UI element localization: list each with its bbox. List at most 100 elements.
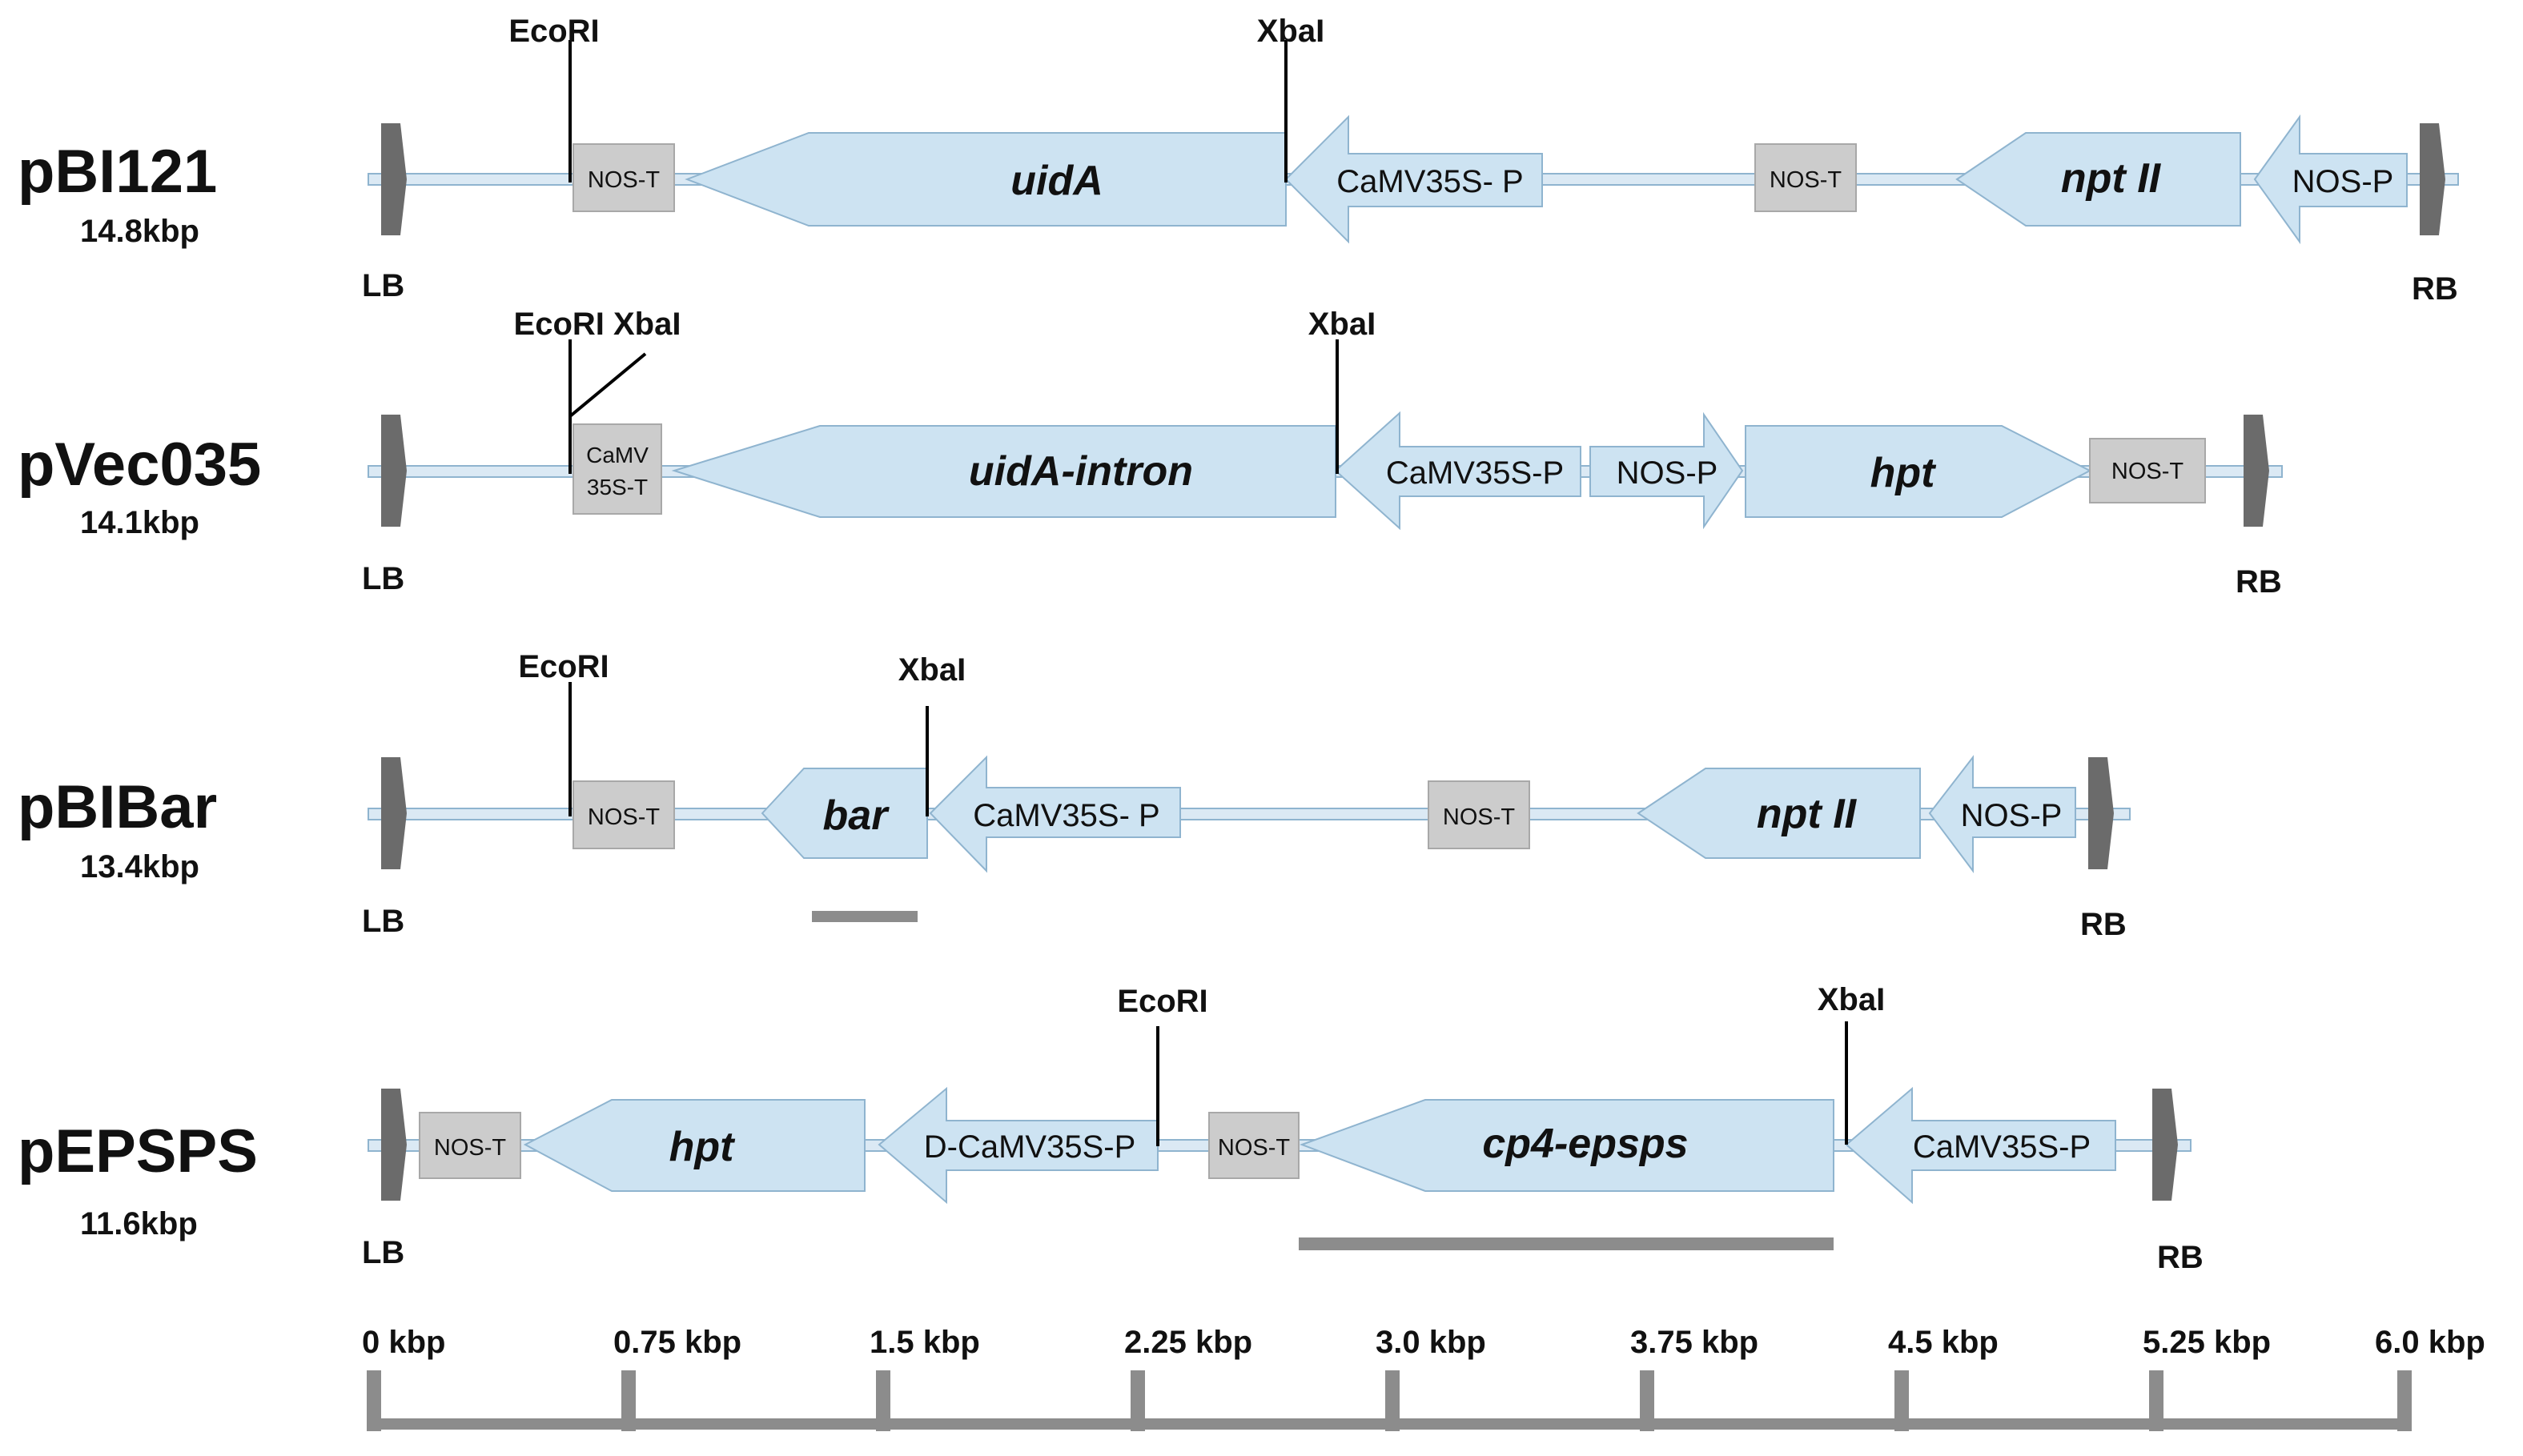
feature-label: NOS-T <box>588 804 661 830</box>
construct-size: 11.6kbp <box>80 1206 198 1241</box>
scale-tick <box>2149 1370 2163 1431</box>
left-border-label: LB <box>362 268 404 303</box>
nos-promoter <box>1589 411 1744 530</box>
probe-bar <box>812 911 918 922</box>
scale-tick-label: 2.25 kbp <box>1124 1325 1252 1360</box>
scale-tick <box>1385 1370 1400 1431</box>
restriction-site-label: XbaI <box>898 652 966 688</box>
restriction-site-label: EcoRI <box>1117 984 1207 1019</box>
right-border <box>2088 757 2114 869</box>
feature-label: CaMV35S- P <box>1336 164 1523 199</box>
hpt-gene <box>1745 425 2092 518</box>
construct-pepsps: pEPSPS 11.6kbp LB RB NOS-T hpt D-CaMV35S… <box>18 982 2204 1275</box>
nos-terminator <box>1428 780 1530 849</box>
restriction-site-marker <box>568 352 647 418</box>
right-border-label: RB <box>2412 271 2458 307</box>
left-border-label: LB <box>362 561 404 596</box>
right-border <box>2420 123 2445 235</box>
scale-tick <box>1131 1370 1145 1431</box>
feature-label: npt II <box>2061 155 2162 202</box>
scale-tick <box>2397 1370 2412 1431</box>
camv35s-terminator <box>572 423 662 515</box>
camv35s-promoter <box>929 755 1181 873</box>
cp4-epsps-gene <box>1300 1099 1834 1192</box>
construct-name: pEPSPS <box>18 1117 258 1185</box>
scale-bar: 0 kbp 0.75 kbp 1.5 kbp 2.25 kbp 3.0 kbp … <box>362 1325 2485 1431</box>
uida-gene <box>685 132 1287 227</box>
nos-terminator <box>1208 1112 1300 1179</box>
feature-label: NOS-T <box>434 1135 507 1161</box>
camv35s-promoter <box>1334 411 1581 531</box>
feature-label: NOS-T <box>2111 459 2184 484</box>
right-border <box>2152 1089 2178 1201</box>
feature-label: npt II <box>1757 791 1858 837</box>
feature-label: uidA-intron <box>969 448 1193 495</box>
feature-label: D-CaMV35S-P <box>924 1129 1136 1165</box>
feature-label: NOS-P <box>1961 798 2063 833</box>
nos-terminator <box>572 143 675 212</box>
construct-pbi121: pBI121 14.8kbp LB RB NOS-T uidA CaMV35S-… <box>18 14 2459 307</box>
feature-label: NOS-P <box>2292 164 2394 199</box>
scale-tick-label: 3.75 kbp <box>1630 1325 1758 1360</box>
feature-label: hpt <box>1870 450 1938 496</box>
left-border <box>381 757 407 869</box>
nos-promoter <box>1928 755 2076 873</box>
restriction-site-label: XbaI <box>1308 307 1376 342</box>
scale-tick-label: 0 kbp <box>362 1325 445 1360</box>
restriction-site-label: EcoRI XbaI <box>514 307 681 342</box>
right-border <box>2244 415 2269 527</box>
feature-label: NOS-P <box>1617 455 1718 491</box>
feature-label: NOS-T <box>588 167 661 193</box>
scale-tick <box>876 1370 890 1431</box>
construct-pbibar: pBIBar 13.4kbp LB RB NOS-T bar CaMV35S- … <box>18 649 2131 942</box>
scale-tick <box>1894 1370 1909 1431</box>
left-border <box>381 1089 407 1201</box>
scale-tick-label: 0.75 kbp <box>613 1325 741 1360</box>
right-border-label: RB <box>2080 907 2127 942</box>
left-border-label: LB <box>362 1235 404 1270</box>
feature-label: NOS-T <box>1218 1135 1291 1161</box>
construct-size: 14.1kbp <box>80 505 199 540</box>
scale-tick-label: 1.5 kbp <box>870 1325 980 1360</box>
feature-label: uidA <box>1010 158 1103 204</box>
scale-tick-label: 5.25 kbp <box>2143 1325 2271 1360</box>
nos-terminator <box>1754 143 1857 212</box>
feature-label: bar <box>823 792 890 839</box>
construct-size: 14.8kbp <box>80 214 199 249</box>
scale-tick <box>367 1370 381 1431</box>
construct-name: pBIBar <box>18 773 217 841</box>
left-border <box>381 123 407 235</box>
feature-label: cp4-epsps <box>1482 1121 1688 1167</box>
nos-promoter <box>2253 114 2408 245</box>
feature-label: CaMV35S- P <box>973 798 1159 833</box>
feature-label: CaMV35S-P <box>1386 455 1564 491</box>
nos-terminator <box>572 780 675 849</box>
hpt-gene <box>523 1099 866 1192</box>
scale-tick-label: 4.5 kbp <box>1888 1325 1999 1360</box>
feature-label-line: 35S-T <box>587 475 648 499</box>
feature-label: NOS-T <box>1443 804 1516 830</box>
construct-name: pVec035 <box>18 431 261 499</box>
construct-name: pBI121 <box>18 138 217 206</box>
left-border <box>381 415 407 527</box>
nos-terminator <box>419 1112 521 1179</box>
restriction-site-label: EcoRI <box>508 14 599 49</box>
scale-tick-label: 6.0 kbp <box>2375 1325 2485 1360</box>
restriction-site-label: XbaI <box>1818 982 1885 1017</box>
construct-size: 13.4kbp <box>80 849 199 884</box>
feature-label: hpt <box>669 1124 737 1170</box>
feature-label: NOS-T <box>1770 167 1842 193</box>
camv35s-promoter <box>1284 114 1543 244</box>
probe-bar <box>1299 1237 1834 1250</box>
right-border-label: RB <box>2157 1240 2204 1275</box>
scale-tick-label: 3.0 kbp <box>1376 1325 1486 1360</box>
restriction-site-label: EcoRI <box>518 649 609 684</box>
scale-tick <box>1640 1370 1654 1431</box>
restriction-site-label: XbaI <box>1257 14 1324 49</box>
scale-tick <box>621 1370 636 1431</box>
nos-terminator <box>2089 438 2206 503</box>
left-border-label: LB <box>362 904 404 939</box>
feature-label-line: CaMV <box>586 443 649 467</box>
nptii-gene <box>1955 132 2241 227</box>
